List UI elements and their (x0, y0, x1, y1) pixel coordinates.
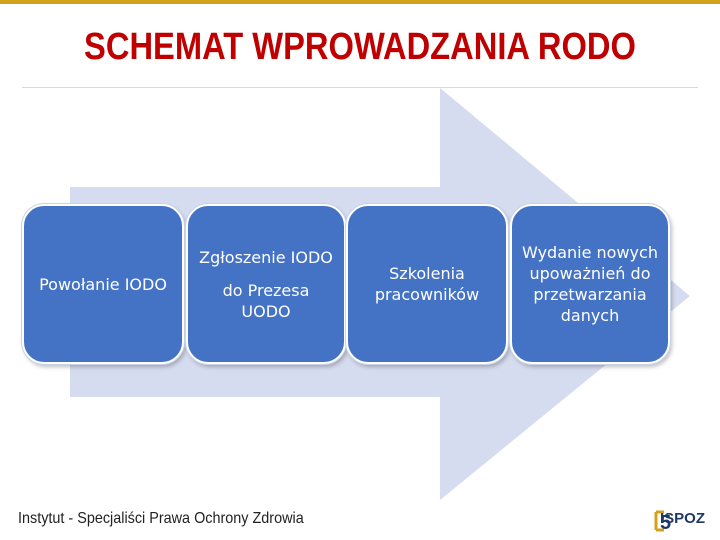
step-box-1: Powołanie IODO (22, 204, 184, 364)
step-3-text: Szkolenia pracowników (374, 264, 480, 304)
step-1-text: Powołanie IODO (39, 274, 167, 294)
title-divider (22, 87, 698, 88)
ispoz-logo: ISPOZ (654, 508, 714, 534)
footer-institute-name: Instytut - Specjaliści Prawa Ochrony Zdr… (18, 510, 304, 527)
step-4-text: Wydanie nowych upoważnień do przetwarzan… (522, 243, 658, 325)
slide-title: SCHEMAT WPROWADZANIA RODO (84, 26, 636, 68)
step-box-3: Szkolenia pracowników (346, 204, 508, 364)
logo-text: ISPOZ (660, 510, 706, 527)
page-number: 5 (660, 512, 672, 534)
logo-mark-icon (654, 510, 664, 532)
step-box-4: Wydanie nowych upoważnień do przetwarzan… (510, 204, 670, 364)
step-box-2: Zgłoszenie IODO do Prezesa UODO (186, 204, 346, 364)
step-2-text-line-1: Zgłoszenie IODO (199, 247, 333, 267)
step-2-text-line-2: do Prezesa UODO (222, 280, 310, 321)
top-accent-bar (0, 0, 720, 4)
